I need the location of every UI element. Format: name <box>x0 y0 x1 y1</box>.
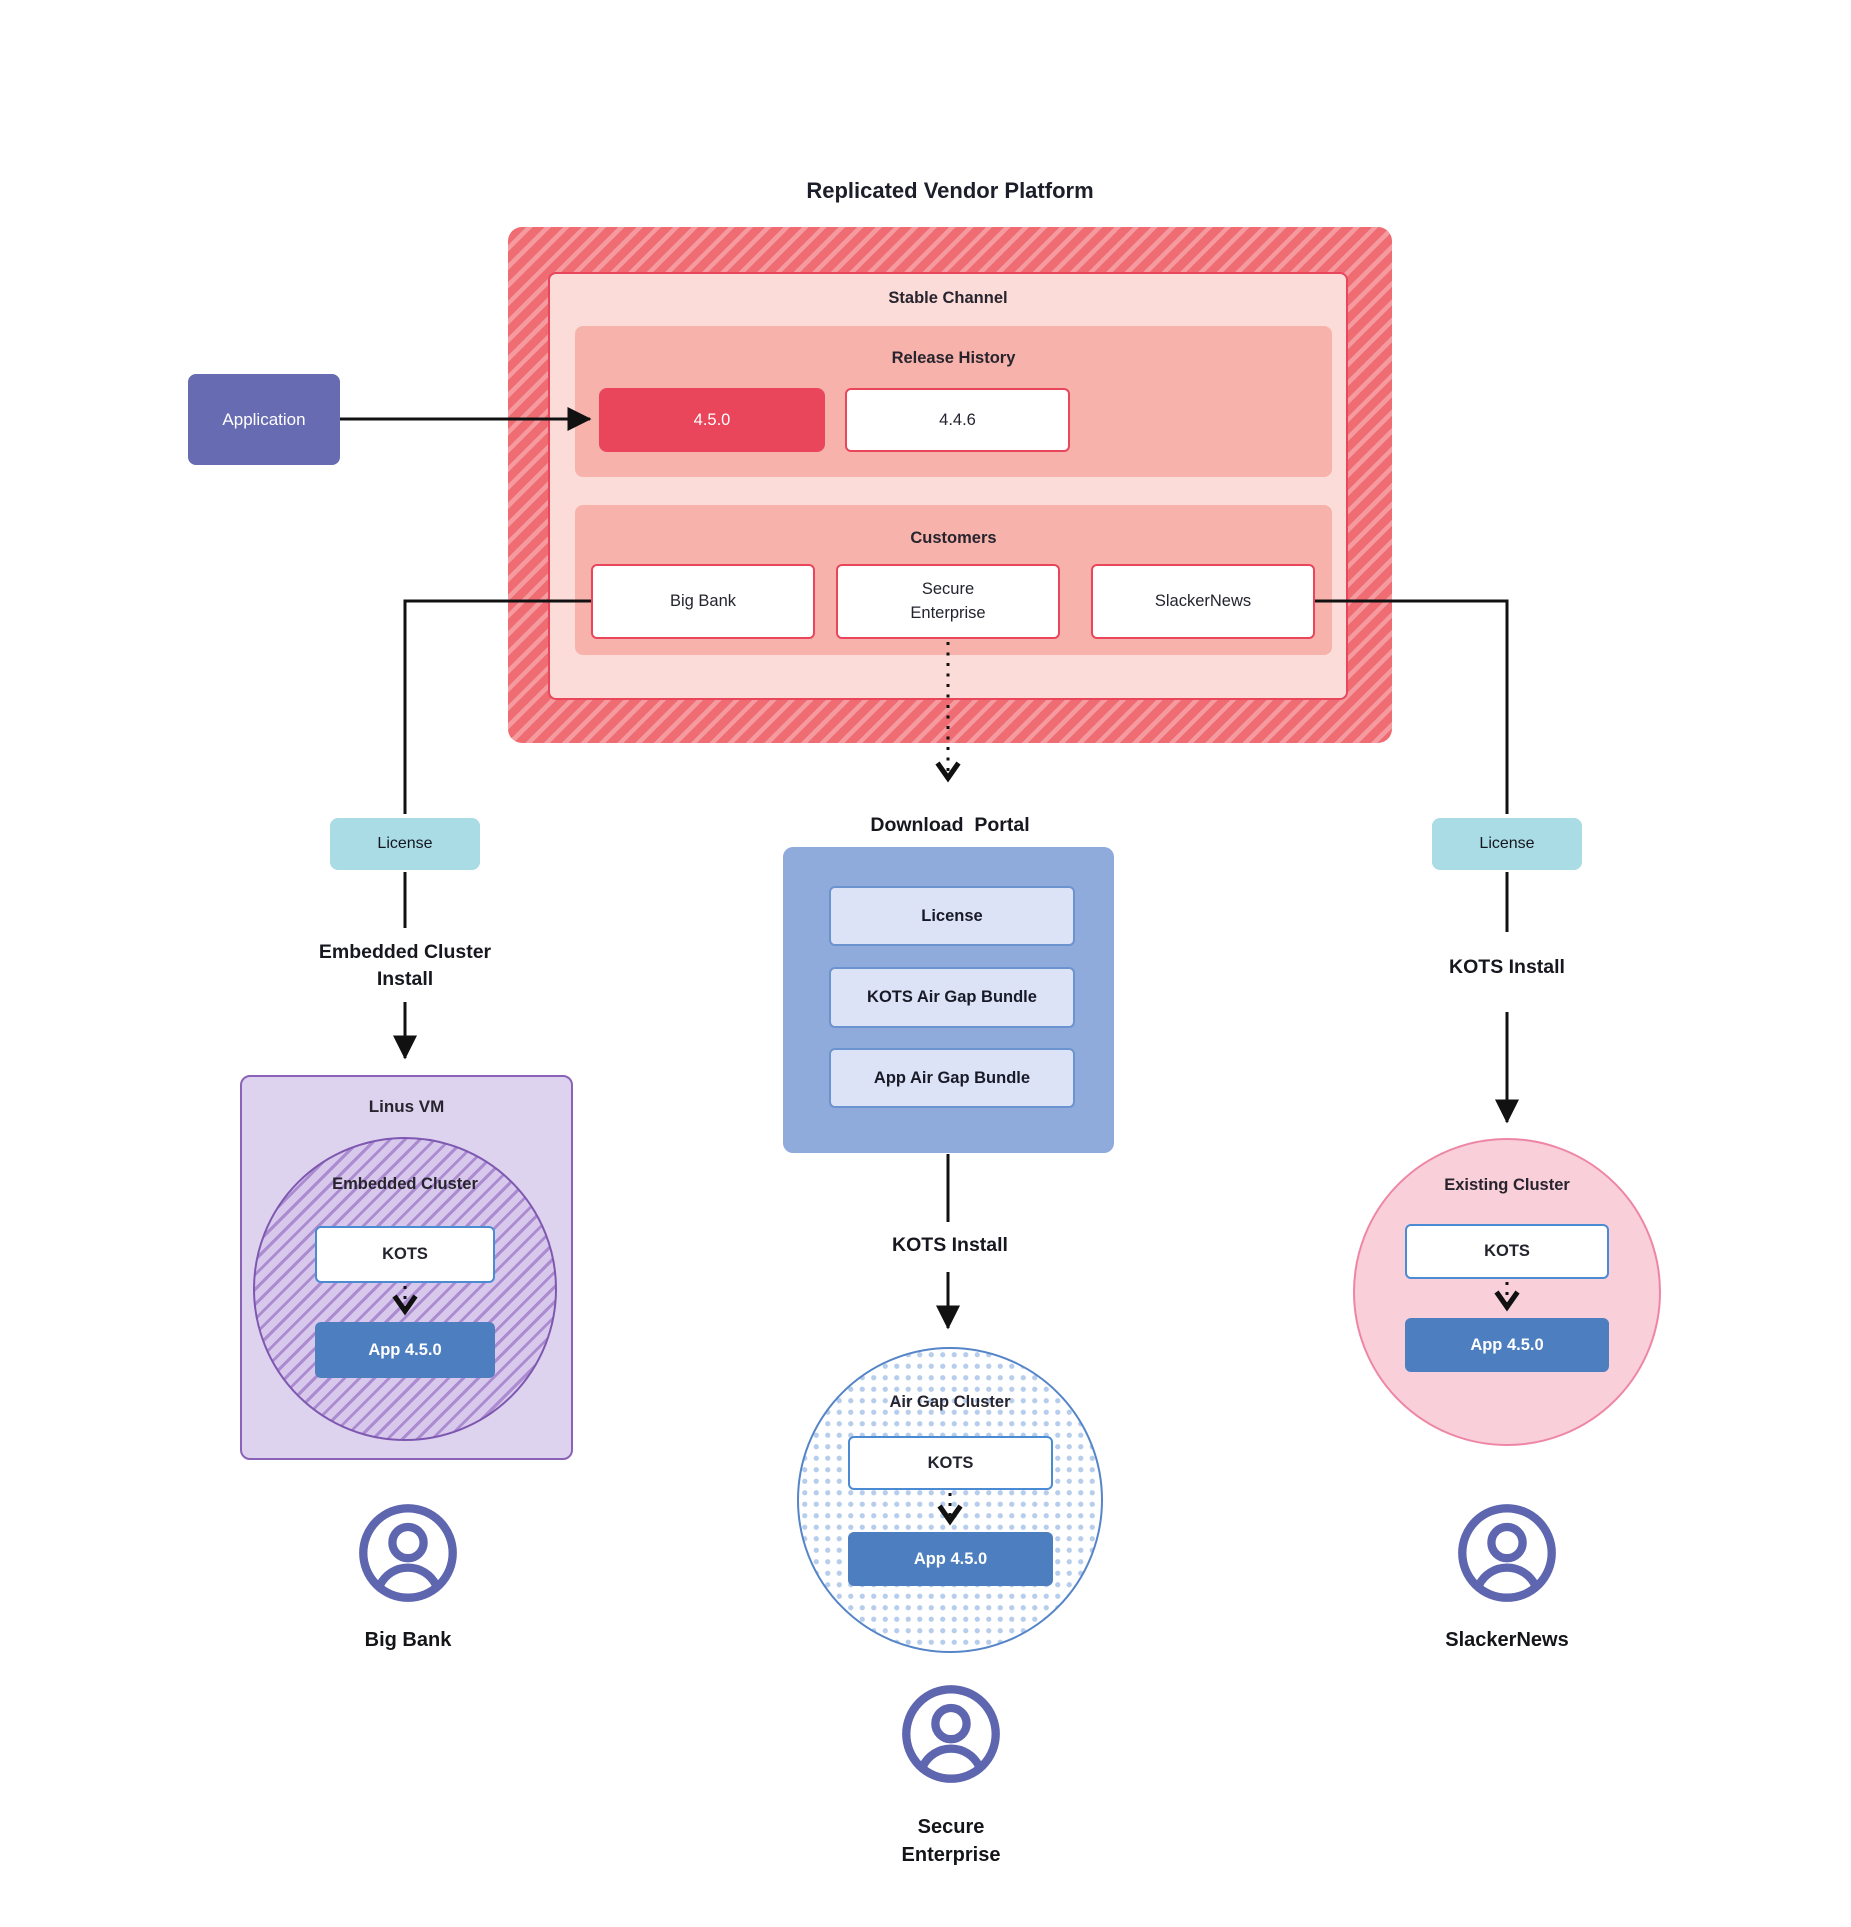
embedded-cluster-circle <box>253 1137 557 1441</box>
existing-cluster-label: Existing Cluster <box>1444 1175 1570 1194</box>
app-box-existing: App 4.5.0 <box>1405 1318 1609 1372</box>
user-label-slackernews: SlackerNews <box>1445 1628 1569 1651</box>
kots-box-airgap: KOTS <box>848 1436 1053 1490</box>
user-label-big-bank: Big Bank <box>364 1628 452 1651</box>
embedded-cluster-label: Embedded Cluster <box>332 1174 478 1193</box>
kots-install-right-label: KOTS Install <box>1449 955 1565 978</box>
license-badge-right: License <box>1432 818 1582 870</box>
release-4-4-6-box: 4.4.6 <box>845 388 1070 452</box>
kots-install-middle-label: KOTS Install <box>892 1233 1008 1256</box>
customer-slackernews-box: SlackerNews <box>1091 564 1315 639</box>
user-icon-big-bank <box>356 1501 460 1605</box>
customer-secure-enterprise-box: Secure Enterprise <box>836 564 1060 639</box>
embedded-cluster-install-label: Embedded Cluster Install <box>318 941 492 990</box>
linus-vm-label: Linus VM <box>368 1097 445 1116</box>
application-box: Application <box>188 374 340 465</box>
page-title: Replicated Vendor Platform <box>806 178 1094 203</box>
user-icon-slackernews <box>1455 1501 1559 1605</box>
app-box-airgap: App 4.5.0 <box>848 1532 1053 1586</box>
stable-channel-label: Stable Channel <box>888 288 1008 307</box>
portal-license-item: License <box>829 886 1075 946</box>
license-badge-left: License <box>330 818 480 870</box>
portal-app-bundle-item: App Air Gap Bundle <box>829 1048 1075 1108</box>
download-portal-label: Download Portal <box>870 813 1030 836</box>
airgap-cluster-label: Air Gap Cluster <box>889 1392 1011 1411</box>
kots-box-embedded: KOTS <box>315 1226 495 1283</box>
app-box-embedded: App 4.5.0 <box>315 1322 495 1378</box>
customers-label: Customers <box>910 528 997 547</box>
release-4-5-0-box: 4.5.0 <box>599 388 825 452</box>
customer-big-bank-box: Big Bank <box>591 564 815 639</box>
user-icon-secure-enterprise <box>899 1682 1003 1786</box>
release-history-label: Release History <box>891 348 1016 367</box>
portal-kots-bundle-item: KOTS Air Gap Bundle <box>829 967 1075 1028</box>
user-label-secure-enterprise: Secure Enterprise <box>901 1816 1001 1866</box>
kots-box-existing: KOTS <box>1405 1224 1609 1279</box>
